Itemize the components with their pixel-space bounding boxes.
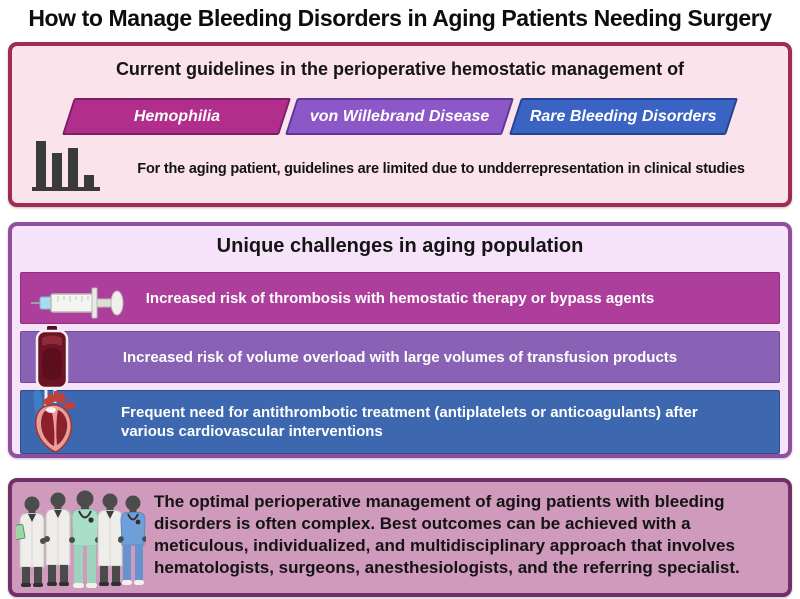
challenges-panel: Unique challenges in aging population In… xyxy=(8,222,792,458)
challenge-row-volume-overload: Increased risk of volume overload with l… xyxy=(20,331,780,383)
banner-von-willebrand: von Willebrand Disease xyxy=(285,98,515,135)
banner-hemophilia-label: Hemophilia xyxy=(133,107,220,125)
challenge-volume-overload-text: Increased risk of volume overload with l… xyxy=(122,348,678,366)
challenge-antithrombotic-text: Frequent need for antithrombotic treatme… xyxy=(121,403,698,441)
summary-text: The optimal perioperative management of … xyxy=(154,492,740,578)
challenge-thrombosis-text: Increased risk of thrombosis with hemost… xyxy=(145,289,655,307)
challenges-header: Unique challenges in aging population xyxy=(216,235,584,257)
banner-hemophilia: Hemophilia xyxy=(61,98,292,135)
page-title: How to Manage Bleeding Disorders in Agin… xyxy=(28,5,772,31)
guidelines-note: For the aging patient, guidelines are li… xyxy=(137,161,745,177)
challenge-row-antithrombotic: Frequent need for antithrombotic treatme… xyxy=(20,390,780,454)
guidelines-header: Current guidelines in the perioperative … xyxy=(115,59,685,79)
summary-panel: The optimal perioperative management of … xyxy=(8,478,792,597)
banner-rare-bleeding: Rare Bleeding Disorders xyxy=(508,98,738,135)
doctors-team-icon xyxy=(12,487,148,598)
guidelines-note-row: For the aging patient, guidelines are li… xyxy=(30,140,778,198)
disease-banners: Hemophilia von Willebrand Disease Rare B… xyxy=(61,98,738,135)
banner-rare-bleeding-label: Rare Bleeding Disorders xyxy=(529,107,717,125)
heart-icon xyxy=(28,386,76,461)
syringe-icon xyxy=(30,284,126,327)
bar-chart-icon xyxy=(30,139,104,200)
guidelines-panel: Current guidelines in the perioperative … xyxy=(8,42,792,207)
banner-von-willebrand-label: von Willebrand Disease xyxy=(310,107,490,125)
challenge-row-thrombosis: Increased risk of thrombosis with hemost… xyxy=(20,272,780,324)
